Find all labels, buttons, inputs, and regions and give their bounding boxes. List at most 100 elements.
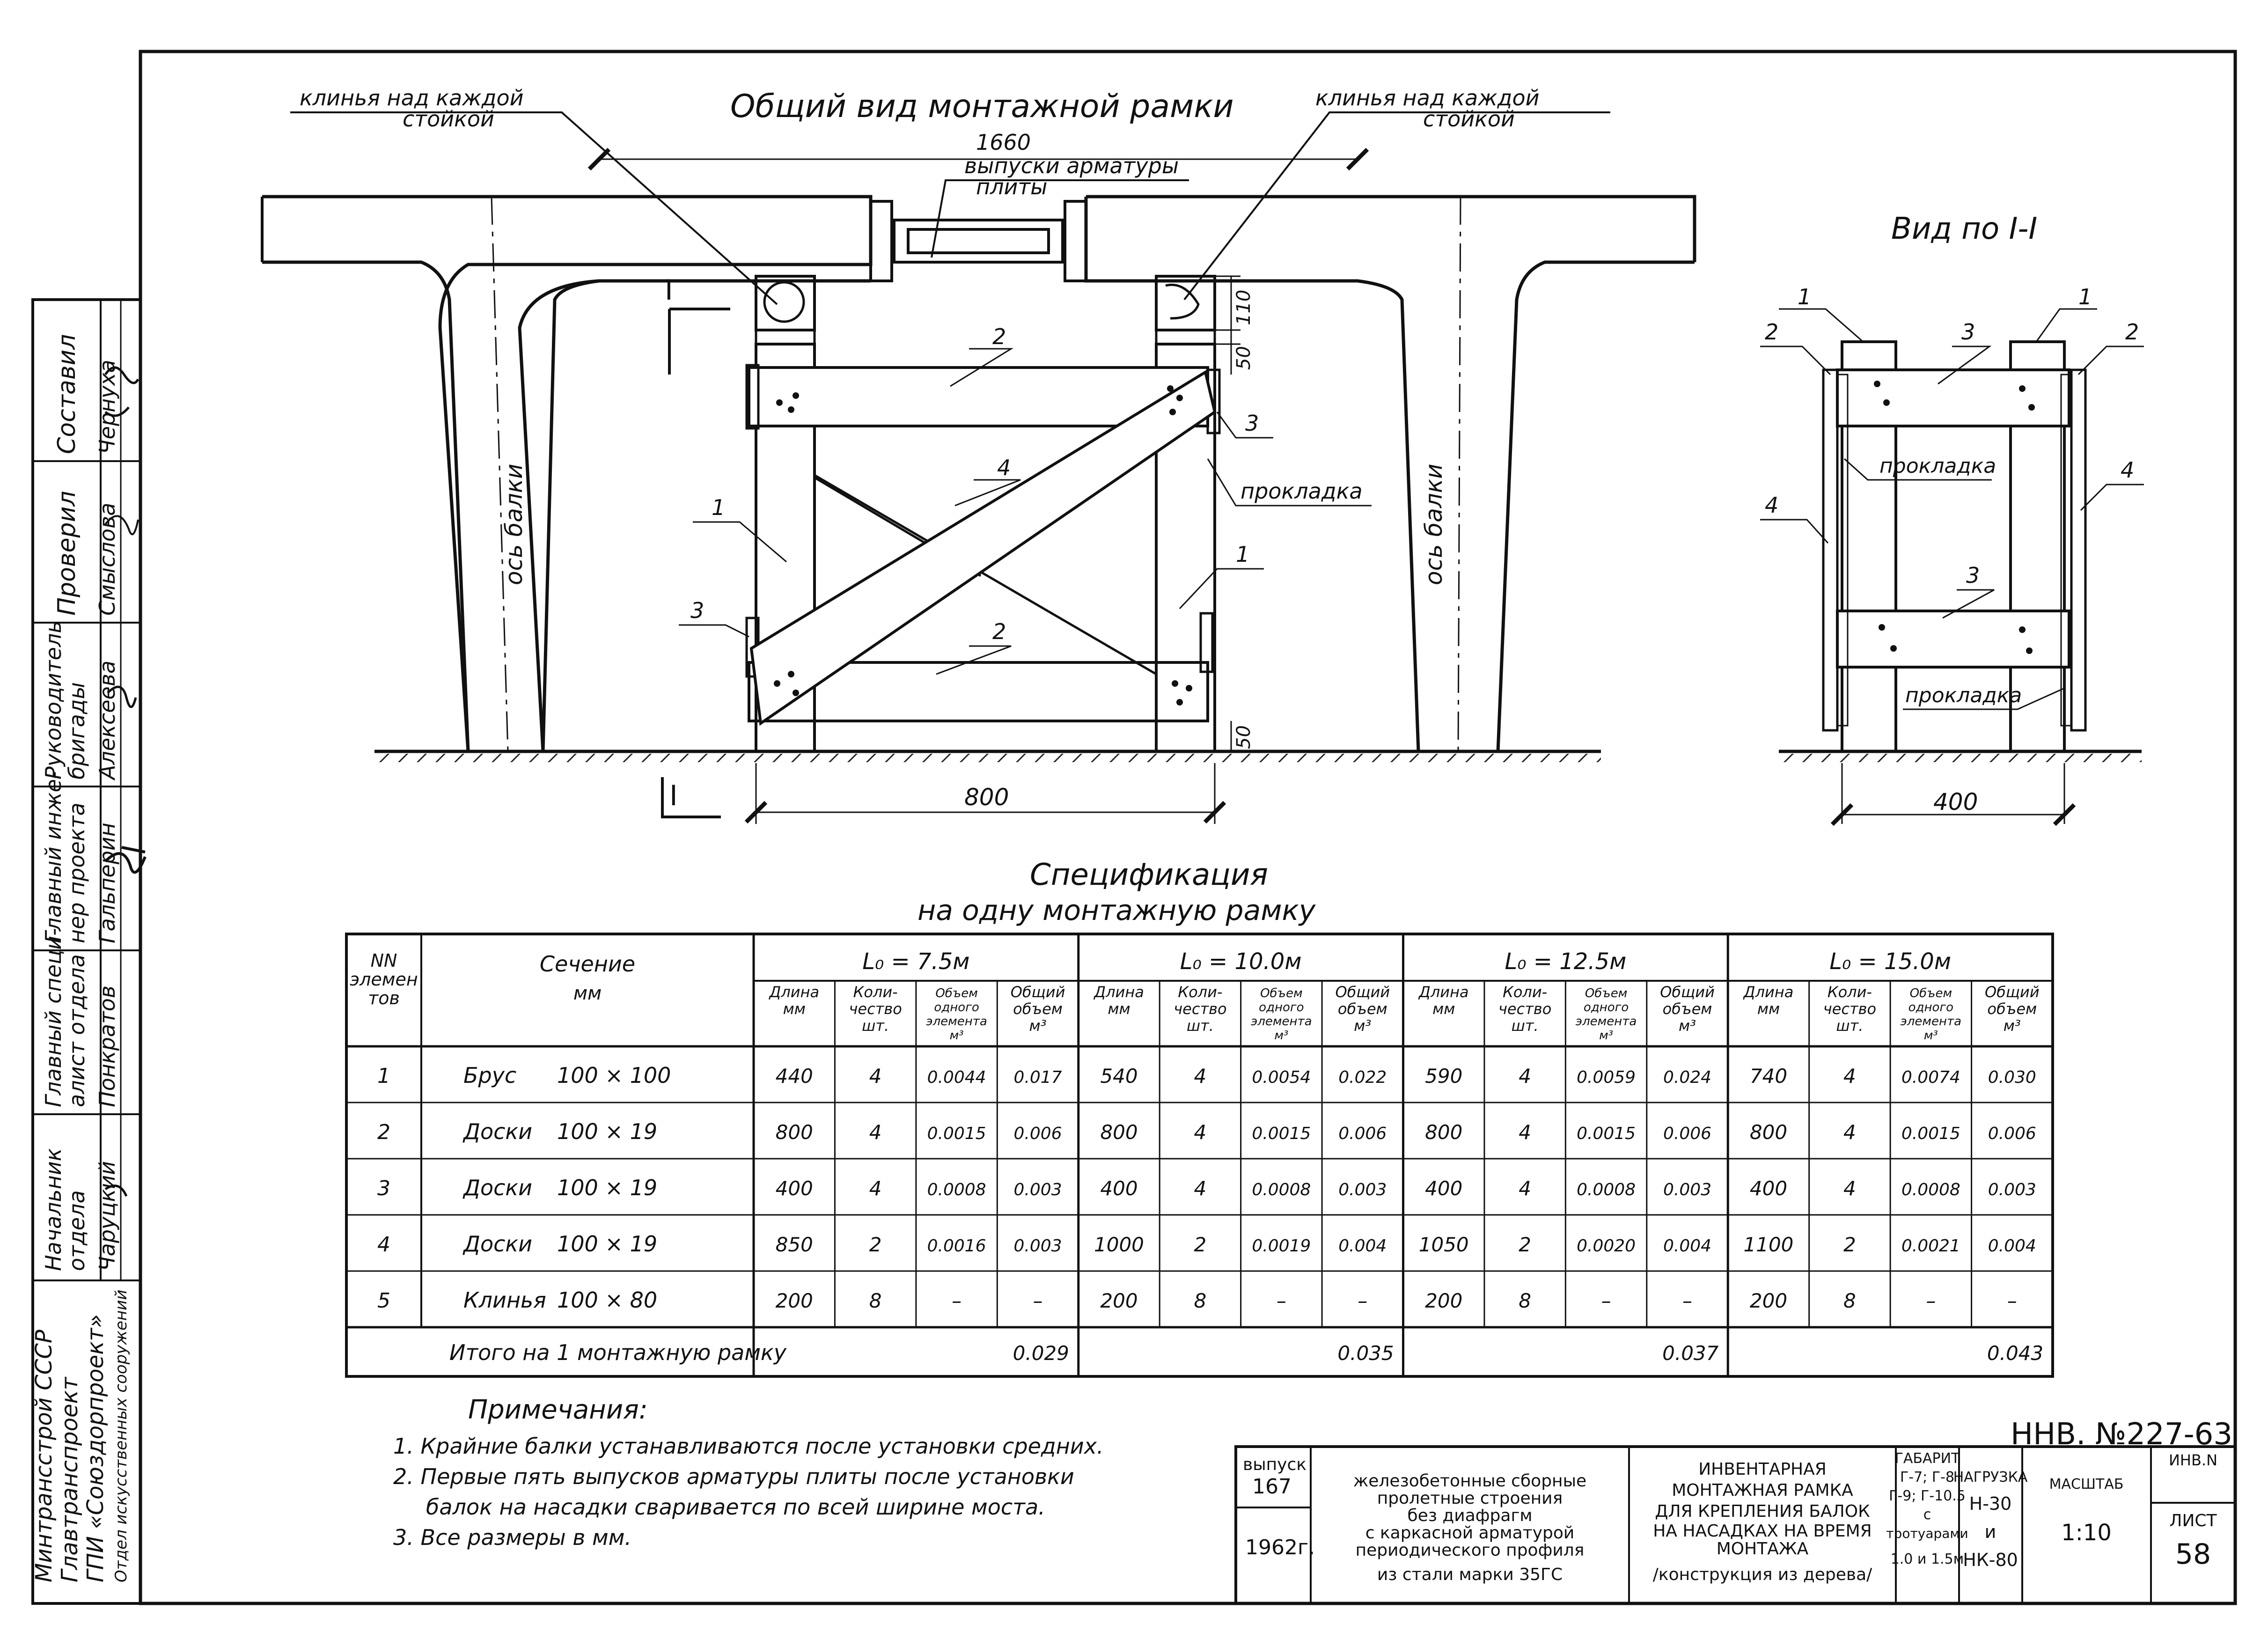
- wedge-right: [1155, 275, 1216, 331]
- callout-3-right: 3: [1245, 411, 1259, 436]
- role-1-name: Понкратов: [95, 985, 120, 1107]
- signature-mark: [107, 685, 137, 708]
- notes-heading: Примечания:: [468, 1395, 648, 1425]
- row-size: 100 × 100: [557, 1063, 671, 1088]
- gabarit-line: с: [1923, 1507, 1931, 1523]
- sub-header: чество: [849, 1000, 902, 1018]
- role-4-line-1: Проверил: [53, 491, 81, 616]
- role-5-name: Чернуха: [95, 360, 120, 454]
- beam-axis-right: [1457, 196, 1461, 752]
- row-number: 3: [377, 1176, 390, 1200]
- spec-subtitle: на одну монтажную рамку: [917, 894, 1316, 927]
- row-value: 0.030: [1988, 1068, 2036, 1087]
- gabarit-line: Г-9; Г-10.5: [1889, 1488, 1966, 1504]
- note-2: 2. Первые пять выпусков арматуры плиты п…: [393, 1464, 1074, 1489]
- role-3-line-1: Руководитель: [41, 621, 66, 779]
- dim-800: 800: [964, 784, 1009, 811]
- section-mark-top: I: [665, 274, 673, 307]
- dim-110: 110: [1233, 290, 1255, 325]
- section-brace-left: [1822, 368, 1839, 732]
- callout-2-bottom: 2: [992, 619, 1006, 644]
- row-value: 0.0008: [1901, 1180, 1960, 1199]
- bolt-dots: [774, 385, 1192, 706]
- header-num: NN: [371, 950, 397, 971]
- row-value: 4: [1843, 1065, 1856, 1088]
- role-2-name: Гальперин: [95, 823, 120, 943]
- gabarit-line: тротуарами: [1886, 1526, 1968, 1541]
- sub-header: элемента: [1251, 1014, 1312, 1029]
- row-value: 0.006: [1988, 1124, 2036, 1143]
- org-line-3: ГПИ «Союздорпроект»: [82, 1314, 109, 1582]
- sub-header: элемента: [926, 1014, 987, 1029]
- role-1-line-2: алист отдела: [64, 954, 89, 1107]
- sub-header: м³: [950, 1029, 964, 1043]
- row-value: –: [1277, 1289, 1286, 1312]
- row-value: 2: [1194, 1233, 1207, 1256]
- row-value: 400: [1750, 1177, 1787, 1200]
- sub-header: м³: [1679, 1017, 1696, 1035]
- total-value: 0.037: [1662, 1342, 1719, 1365]
- row-value: 540: [1100, 1065, 1138, 1088]
- row-size: 100 × 19: [557, 1119, 657, 1144]
- sub-header: м³: [1029, 1017, 1047, 1035]
- gabarit-line: ГАБАРИТ: [1895, 1450, 1960, 1467]
- sub-header: Коли-: [1178, 983, 1222, 1001]
- pad-bottom-right: [1199, 612, 1214, 673]
- row-value: 4: [869, 1177, 882, 1200]
- sub-header: Длина: [1093, 983, 1144, 1001]
- desc-line: без диафрагм: [1407, 1506, 1532, 1525]
- row-value: –: [952, 1289, 962, 1312]
- spec-title: Спецификация: [1030, 858, 1268, 892]
- sub-header: Общий: [1985, 983, 2040, 1001]
- sub-header: Объем: [935, 986, 977, 1000]
- row-value: 8: [1519, 1289, 1531, 1312]
- sub-header: Объем: [1260, 986, 1302, 1000]
- signature-mark: [104, 366, 139, 417]
- role-0-line-1: Начальник: [41, 1148, 66, 1271]
- total-value: 0.043: [1987, 1342, 2043, 1365]
- section-brace-right: [2070, 368, 2087, 732]
- row-value: 0.006: [1663, 1124, 1711, 1143]
- sub-header: мм: [1757, 1000, 1780, 1018]
- row-size: 100 × 19: [557, 1175, 657, 1200]
- group-header: L₀ = 12.5м: [1505, 948, 1626, 975]
- board-bottom: [748, 661, 1209, 722]
- row-value: 0.0020: [1577, 1236, 1636, 1256]
- callout-3-left: 3: [690, 598, 704, 623]
- role-1-line-1: Главный специ-: [41, 928, 66, 1107]
- row-value: 400: [1425, 1177, 1462, 1200]
- leader-left-line-2: стойкой: [403, 106, 494, 132]
- row-number: 1: [377, 1064, 390, 1088]
- role-5-line-1: Составил: [53, 334, 81, 454]
- inv-label: ИНВ.N: [2169, 1451, 2217, 1469]
- section-callout-2-right: 2: [2125, 319, 2139, 345]
- section-gasket-top: прокладка: [1879, 454, 1996, 478]
- total-value: 0.035: [1337, 1342, 1394, 1365]
- specification: Спецификация на одну монтажную рамку NN э…: [345, 858, 2054, 1378]
- desc-line: из стали марки 35ГС: [1377, 1565, 1563, 1584]
- role-3-name: Алексеева: [95, 661, 120, 781]
- row-value: 0.0044: [927, 1068, 986, 1087]
- sub-header: объем: [1663, 1000, 1712, 1018]
- sub-header: одного: [1908, 1000, 1953, 1014]
- sub-header: м³: [1274, 1029, 1288, 1043]
- sub-header: шт.: [862, 1017, 889, 1035]
- gabarit-line: 1.0 и 1.5м: [1891, 1551, 1964, 1567]
- sub-header: мм: [1108, 1000, 1130, 1018]
- signature-mark: [104, 846, 147, 874]
- row-value: 4: [1519, 1177, 1531, 1200]
- row-value: 0.004: [1338, 1236, 1387, 1256]
- sub-header: Коли-: [1503, 983, 1547, 1001]
- row-value: 0.0008: [1252, 1180, 1311, 1199]
- row-value: 1100: [1744, 1233, 1794, 1256]
- leader-right-line-1: клинья над каждой: [1315, 85, 1540, 110]
- section-callout-4-right: 4: [2121, 457, 2134, 483]
- row-value: 1000: [1094, 1233, 1144, 1256]
- row-value: 4: [1843, 1177, 1856, 1200]
- dim-50-top: 50: [1233, 346, 1255, 370]
- org-line-4: Отдел искусственных сооружений: [112, 1290, 131, 1582]
- load-line: Н-30: [1969, 1493, 2012, 1514]
- sub-header: м³: [1924, 1029, 1938, 1043]
- sheet-border: [139, 50, 2237, 1605]
- role-4-name: Смыслова: [95, 503, 120, 616]
